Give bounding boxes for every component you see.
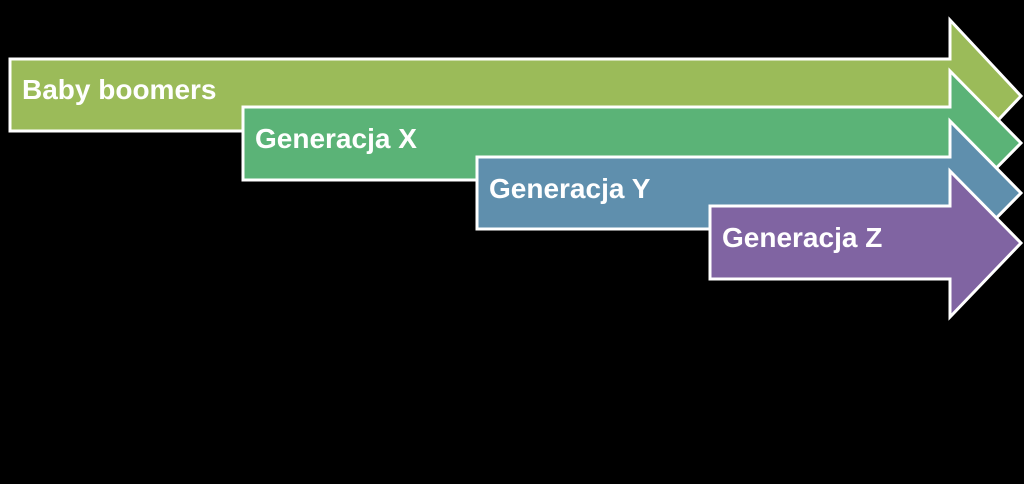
arrow-generacja-x-label: Generacja X [255,123,417,154]
arrow-generacja-z-shape [708,167,1024,321]
arrow-baby-boomers-label: Baby boomers [22,74,217,105]
arrow-generacja-z: Generacja Z [708,167,1024,321]
arrow-generacja-y-label: Generacja Y [489,173,651,204]
arrow-generacja-z-label: Generacja Z [722,222,882,253]
